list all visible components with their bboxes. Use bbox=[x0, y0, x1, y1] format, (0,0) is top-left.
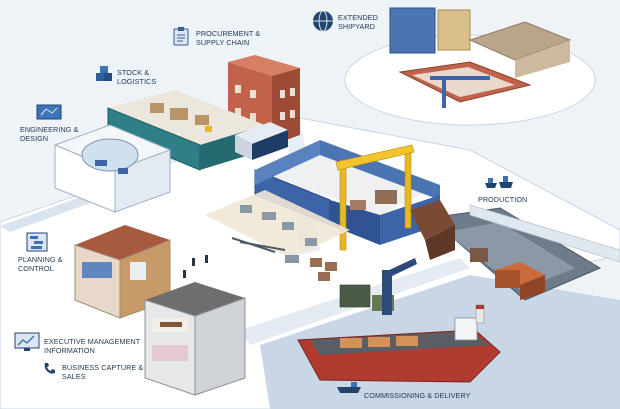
hull-block bbox=[375, 190, 397, 204]
label-extended-shipyard: EXTENDED SHIPYARD bbox=[338, 13, 378, 31]
forklift bbox=[205, 126, 212, 132]
phone-icon bbox=[42, 361, 58, 382]
steel-plate bbox=[240, 205, 252, 213]
label-business-capture: BUSINESS CAPTURE & SALES bbox=[62, 363, 144, 381]
extended-crane bbox=[442, 78, 446, 108]
material-crate bbox=[318, 272, 330, 281]
container-stack bbox=[339, 284, 371, 308]
window bbox=[290, 110, 295, 118]
truck-trailer bbox=[235, 122, 288, 144]
ship-cargo-hatch bbox=[396, 336, 418, 346]
window bbox=[280, 112, 285, 120]
steel-plate bbox=[262, 212, 276, 220]
pallet bbox=[150, 103, 164, 113]
window bbox=[235, 85, 241, 93]
executive-building bbox=[194, 297, 246, 396]
engineering-desk bbox=[118, 168, 128, 174]
material-crate bbox=[325, 262, 337, 271]
steel-beam bbox=[239, 241, 286, 251]
sales-office bbox=[152, 345, 188, 361]
pallet bbox=[170, 108, 188, 120]
truck-trailer bbox=[252, 130, 288, 160]
blueprint-icon bbox=[36, 104, 62, 125]
label-executive-management: EXECUTIVE MANAGEMENT INFORMATION bbox=[44, 337, 141, 355]
material-crate bbox=[310, 258, 322, 267]
steel-plate bbox=[305, 238, 317, 246]
gantry-crane bbox=[339, 159, 347, 251]
extended-brick-yard-floor bbox=[412, 67, 515, 97]
label-procurement: PROCUREMENT & SUPPLY CHAIN bbox=[196, 29, 261, 47]
label-commissioning-delivery: COMMISSIONING & DELIVERY bbox=[364, 391, 471, 400]
container-stack bbox=[495, 270, 520, 288]
planning-room bbox=[130, 262, 146, 280]
ship-bridge bbox=[454, 317, 478, 341]
window bbox=[280, 90, 285, 98]
ship-block bbox=[425, 225, 455, 260]
gantt-icon bbox=[26, 232, 48, 257]
steel-plate bbox=[285, 255, 299, 263]
monitor-chart-icon bbox=[14, 332, 40, 357]
steel-plate bbox=[282, 222, 294, 230]
engineering-dome bbox=[81, 138, 139, 172]
person bbox=[205, 255, 208, 263]
label-planning-control: PLANNING & CONTROL bbox=[18, 255, 63, 273]
ship-icon bbox=[336, 380, 362, 399]
window bbox=[250, 113, 256, 121]
person bbox=[183, 270, 186, 278]
dock-edge bbox=[469, 204, 620, 263]
window bbox=[290, 88, 295, 96]
ships-icon bbox=[484, 174, 514, 195]
container-stack bbox=[520, 275, 545, 300]
extended-crane bbox=[430, 76, 490, 80]
ship-cargo-hatch bbox=[340, 338, 362, 348]
gantry-crane bbox=[404, 147, 412, 229]
ship-block bbox=[410, 200, 455, 240]
label-stock-logistics: STOCK & LOGISTICS bbox=[117, 68, 157, 86]
person bbox=[192, 258, 195, 266]
dry-dock-floor bbox=[445, 222, 575, 290]
window bbox=[250, 90, 256, 98]
engineering-desk bbox=[95, 160, 107, 166]
planning-room bbox=[82, 262, 112, 278]
production-hall-wall bbox=[255, 140, 320, 185]
extended-warehouse bbox=[515, 40, 570, 78]
quay-crane bbox=[382, 270, 392, 315]
gantry-crane-beam bbox=[335, 144, 415, 171]
meeting-table bbox=[160, 322, 182, 327]
procurement-building bbox=[228, 55, 300, 76]
hull-block bbox=[350, 200, 366, 210]
procurement-building bbox=[272, 68, 300, 145]
boxes-icon bbox=[94, 64, 114, 89]
extended-office-building bbox=[437, 9, 471, 51]
pallet bbox=[195, 115, 209, 125]
ship-cargo-hatch bbox=[368, 337, 390, 347]
clipboard-icon bbox=[172, 26, 190, 51]
ship-funnel bbox=[476, 305, 484, 309]
container-stack bbox=[470, 248, 488, 262]
quay-crane-jib bbox=[385, 258, 417, 278]
window bbox=[235, 108, 241, 116]
label-engineering-design: ENGINEERING & DESIGN bbox=[20, 125, 79, 143]
globe-icon bbox=[312, 10, 334, 37]
planning-building bbox=[75, 225, 170, 260]
extended-office-building bbox=[389, 7, 436, 54]
truck-trailer bbox=[235, 135, 252, 160]
label-production: PRODUCTION bbox=[478, 195, 528, 204]
